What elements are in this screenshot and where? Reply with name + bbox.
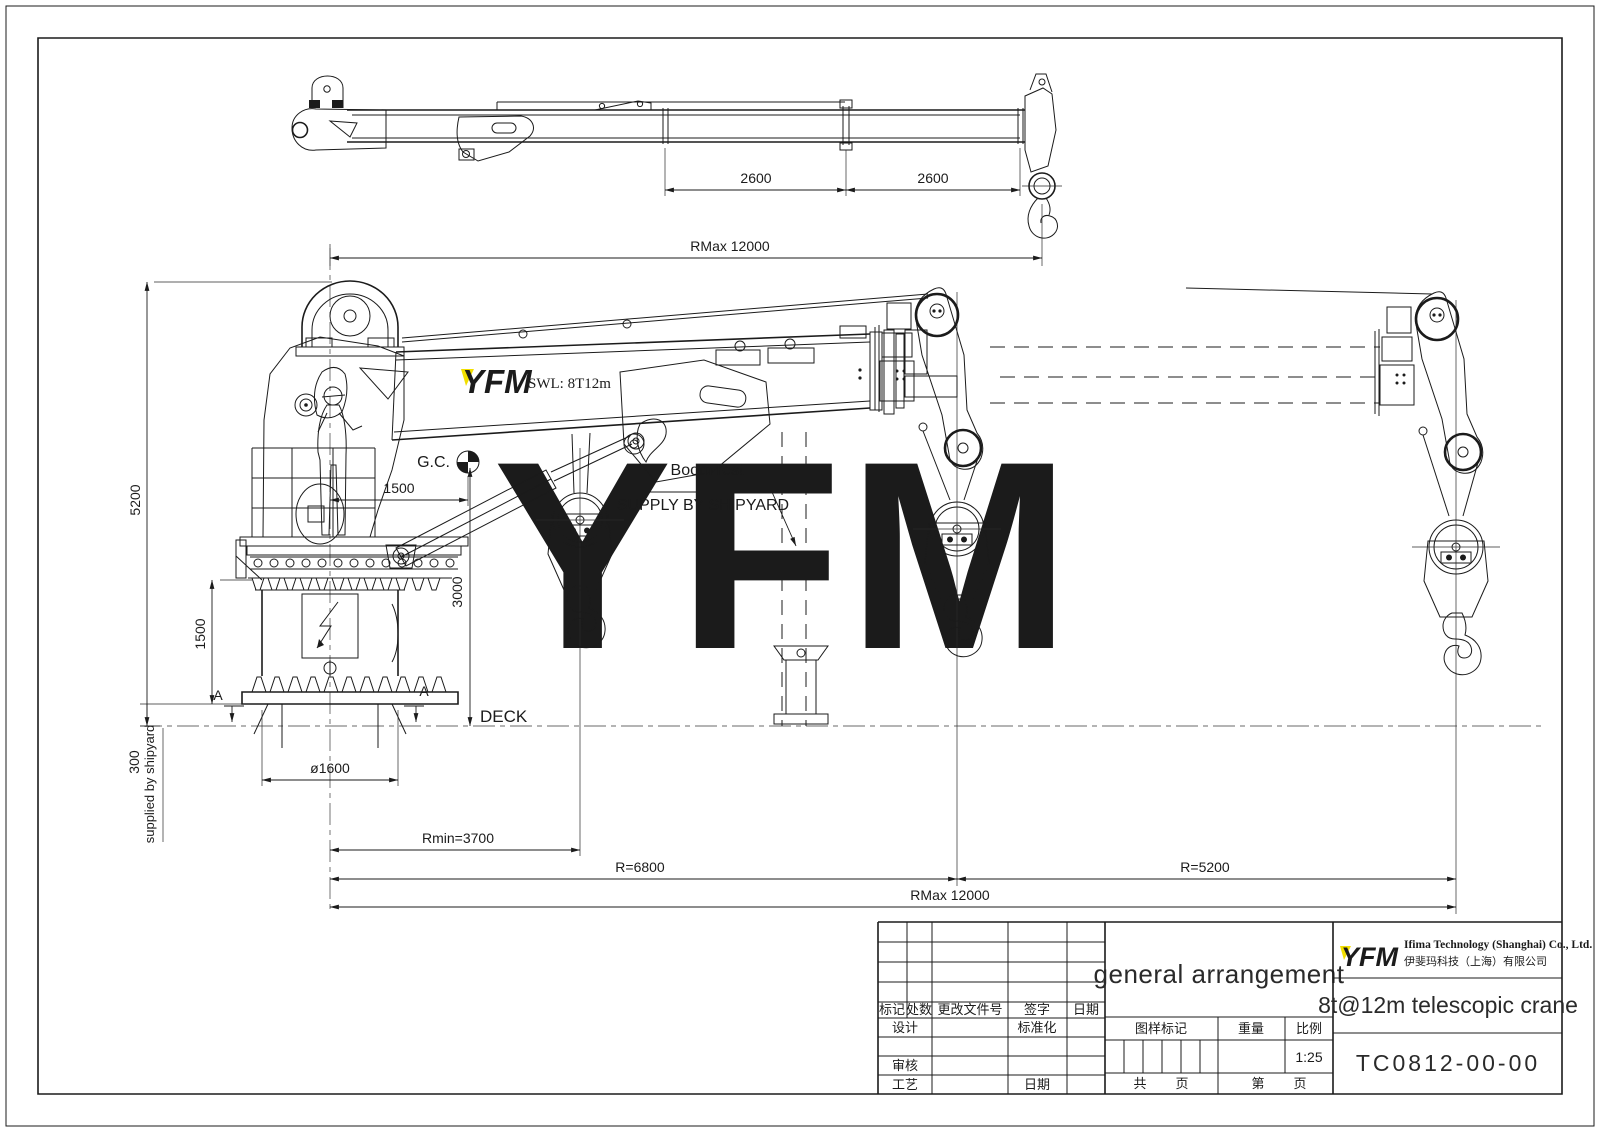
sheet-frame — [6, 6, 1594, 1126]
cell-design: 设计 — [892, 1020, 918, 1035]
title-block: 标记 处数 更改文件号 签字 日期 设计 标准化 审核 工艺 日期 genera… — [878, 922, 1592, 1094]
weight-header: 重量 — [1238, 1021, 1264, 1036]
boom-rest: Boom rest SUPPLY BY SHIPYARD — [617, 432, 828, 726]
dim-5200: 5200 — [127, 484, 143, 515]
company-name-cn: 伊斐玛科技（上海）有限公司 — [1404, 954, 1547, 968]
boom-head-mid — [873, 286, 985, 500]
swl-label: SWL: 8T12m — [528, 376, 611, 392]
dimensions: 5200 1500 300 supplied by shipyard 1500 … — [126, 282, 1457, 910]
dim-300: 300 — [126, 750, 142, 774]
pedestal — [236, 281, 468, 748]
railing-cage — [252, 448, 375, 537]
company-logo-accent — [1340, 946, 1351, 960]
boom-logo: YFM — [461, 363, 533, 400]
sheets-total-page: 页 — [1175, 1076, 1188, 1091]
drawing-number: TC0812-00-00 — [1356, 1050, 1540, 1076]
cell-date: 日期 — [1024, 1077, 1050, 1092]
boom-rest-note: SUPPLY BY SHIPYARD — [617, 497, 789, 514]
rev-col-docno: 更改文件号 — [937, 1002, 1002, 1017]
dim-rmax-bottom: RMax 12000 — [910, 887, 990, 903]
hook-block-rmin — [535, 433, 625, 649]
scale-header: 比例 — [1296, 1021, 1322, 1036]
section-marker-left: A — [213, 687, 244, 723]
drawing-title: general arrangement — [1094, 959, 1345, 989]
cell-standardization: 标准化 — [1017, 1020, 1056, 1035]
dim-1500-pedestal: 1500 — [192, 618, 208, 649]
rev-col-sign: 签字 — [1024, 1002, 1050, 1017]
svg-text:A: A — [213, 687, 223, 703]
boom-logo-accent — [461, 369, 474, 386]
company-logo: YFM — [1340, 942, 1399, 972]
stowed-boom-view: 2600 2600 RMax 12000 — [292, 74, 1062, 266]
sheet-no-page: 页 — [1293, 1076, 1306, 1091]
dim-base-dia: ø1600 — [310, 760, 350, 776]
supplied-by-shipyard-note: supplied by shipyard — [142, 725, 157, 844]
company-name-en: Ifima Technology (Shanghai) Co., Ltd. — [1404, 939, 1592, 951]
dim-top-rmax: RMax 12000 — [690, 238, 770, 254]
rev-col-count: 处数 — [906, 1002, 932, 1017]
slew-bolts — [254, 559, 454, 567]
dim-1500-gc: 1500 — [383, 480, 414, 496]
rev-col-mark: 标记 — [879, 1002, 905, 1017]
dim-top-2600-a: 2600 — [740, 170, 771, 186]
sheets-total-label: 共 — [1133, 1076, 1146, 1091]
boom-rest-label: Boom rest — [671, 462, 744, 479]
luffing-cylinder — [386, 433, 644, 568]
company-logo-text: YFM — [1341, 942, 1399, 972]
gc-label: G.C. — [417, 454, 450, 471]
cell-process: 工艺 — [892, 1077, 918, 1092]
product-title: 8t@12m telescopic crane — [1318, 992, 1578, 1018]
cell-audit: 审核 — [892, 1058, 918, 1073]
rev-col-date: 日期 — [1073, 1002, 1099, 1017]
main-elevation-view: DECK — [126, 248, 1545, 914]
dim-r-right: R=5200 — [1180, 859, 1230, 875]
dim-top-2600-b: 2600 — [917, 170, 948, 186]
scale-value: 1:25 — [1295, 1049, 1322, 1065]
boom: YFM SWL: 8T12m — [392, 294, 957, 482]
sheet-no-label: 第 — [1251, 1076, 1264, 1091]
stamp-header: 图样标记 — [1135, 1021, 1187, 1036]
boom-logo-text: YFM — [462, 363, 533, 400]
deck-label: DECK — [480, 707, 528, 726]
section-marker-right: A — [404, 683, 429, 723]
boom-head-extended — [990, 288, 1485, 516]
svg-text:A: A — [419, 683, 429, 699]
dim-r-mid: R=6800 — [615, 859, 665, 875]
dim-rmin: Rmin=3700 — [422, 830, 494, 846]
dim-3000: 3000 — [449, 576, 465, 607]
